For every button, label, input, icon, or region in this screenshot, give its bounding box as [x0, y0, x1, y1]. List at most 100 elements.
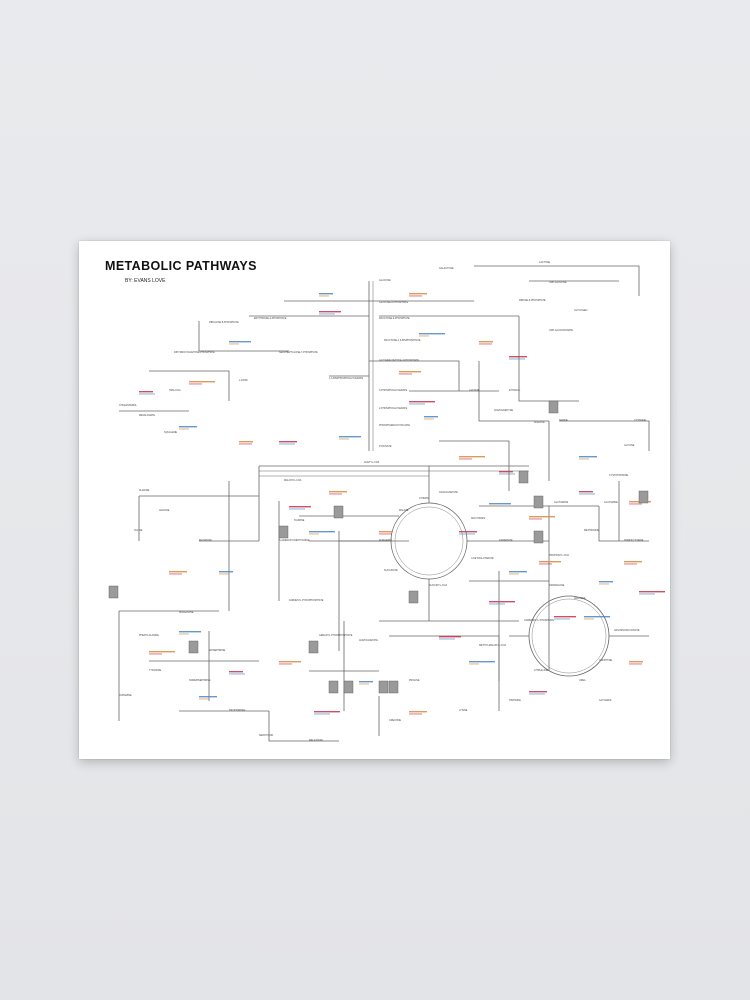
metabolite-label: OXALOACETATE: [439, 491, 458, 494]
metabolite-label: ACETYL-COA: [364, 461, 380, 464]
enzyme-label-mark: [359, 683, 369, 685]
metabolite-label: METHYLMALONYL-COA: [479, 644, 507, 647]
enzyme-label-mark: [539, 563, 552, 565]
metabolite-label: SEROTONIN: [259, 734, 273, 737]
enzyme-label-mark: [289, 508, 305, 510]
enzyme-label-mark: [239, 441, 253, 443]
metabolite-label: TRYPTOPHAN: [229, 709, 246, 712]
enzyme-label-mark: [624, 561, 642, 563]
pathway-map: GLUCOSE-6-PHOSPHATE FRUCTOSE-6-PHOSPHATE F…: [108, 261, 665, 742]
enzyme-label-mark: [529, 516, 555, 518]
metabolite-label: CARBAMOYL PHOSPHATE: [524, 619, 555, 622]
enzyme-label-mark: [554, 618, 570, 620]
enzyme-label-mark: [419, 335, 429, 337]
enzyme-label-mark: [529, 691, 547, 693]
enzyme-label-mark: [149, 653, 162, 655]
enzyme-label-mark: [599, 583, 609, 585]
enzyme-label-mark: [459, 458, 472, 460]
metabolite-label: 3-PHOSPHOGLYCERATE: [379, 389, 408, 392]
metabolite-label: CYSTEINE: [634, 419, 646, 422]
metabolite-label: ALANINE: [139, 489, 150, 492]
metabolite-label: RIBOSE-5-PHOSPHATE: [519, 299, 546, 302]
metabolite-label: S-ADENOSYLMETHIONINE: [279, 539, 310, 542]
structure-box: [108, 585, 119, 599]
enzyme-label-mark: [279, 441, 297, 443]
metabolite-label: MELATONIN: [309, 739, 323, 742]
enzyme-label-mark: [424, 418, 434, 420]
metabolite-label: ASPARTATE: [499, 539, 513, 542]
enzyme-label-mark: [309, 533, 319, 535]
metabolite-label: HMG-COA: [169, 389, 181, 392]
enzyme-label-mark: [579, 493, 595, 495]
enzyme-label-mark: [279, 443, 295, 445]
enzyme-label-mark: [229, 673, 245, 675]
metabolite-label: TAURINE: [294, 519, 305, 522]
metabolite-label: GLYCEROL: [599, 699, 613, 702]
enzyme-label-mark: [489, 603, 505, 605]
enzyme-label-mark: [529, 693, 545, 695]
enzyme-label-mark: [499, 473, 515, 475]
enzyme-label-mark: [479, 343, 492, 345]
enzyme-label-mark: [399, 371, 421, 373]
poster: GLUCOSE-6-PHOSPHATE FRUCTOSE-6-PHOSPHATE F…: [79, 241, 670, 759]
metabolite-label: MALONYL-COA: [284, 479, 302, 482]
metabolite-label: GLUCOSE-6-PHOSPHATE: [379, 301, 409, 304]
metabolite-label: PROLINE: [409, 679, 420, 682]
enzyme-label-mark: [489, 503, 511, 505]
enzyme-label-mark: [629, 661, 643, 663]
enzyme-label-mark: [329, 493, 342, 495]
metabolite-label: ETHANOL: [509, 389, 521, 392]
enzyme-label-mark: [339, 438, 349, 440]
metabolite-label: PHENYLALANINE: [139, 634, 159, 637]
enzyme-label-mark: [139, 393, 155, 395]
enzyme-label-mark: [339, 436, 361, 438]
structure-box: [278, 525, 289, 539]
enzyme-label-mark: [409, 403, 425, 405]
metabolite-label: METHIONINE: [584, 529, 599, 532]
enzyme-label-mark: [139, 391, 153, 393]
structure-box: [308, 640, 319, 654]
enzyme-label-mark: [469, 661, 495, 663]
metabolite-label: ERYTHROSE-4-PHOSPHATE: [254, 317, 287, 320]
enzyme-label-mark: [409, 711, 427, 713]
metabolite-label: NOREPINEPHRINE: [189, 679, 211, 682]
enzyme-label-mark: [379, 533, 392, 535]
enzyme-label-mark: [629, 663, 642, 665]
metabolite-label: GLYCINE: [624, 444, 635, 447]
metabolite-label: ORNITHINE: [599, 659, 613, 662]
enzyme-label-mark: [149, 651, 175, 653]
enzyme-label-mark: [509, 571, 527, 573]
enzyme-label-mark: [579, 491, 593, 493]
enzyme-label-mark: [639, 593, 655, 595]
enzyme-label-mark: [279, 661, 301, 663]
metabolite-label: FRUCTOSE-1,6-BISPHOSPHATE: [384, 339, 421, 342]
metabolite-label: EPINEPHRINE: [209, 649, 226, 652]
poster-title: METABOLIC PATHWAYS: [105, 259, 257, 273]
metabolite-label: ACETALDEHYDE: [494, 409, 513, 412]
metabolite-label: MEVALONATE: [139, 414, 155, 417]
metabolite-label: PYRUVATE: [379, 445, 392, 448]
metabolite-label: CITRATE: [419, 497, 429, 500]
metabolite-label: FRUCTOSE-6-PHOSPHATE: [379, 317, 410, 320]
enzyme-label-mark: [459, 456, 485, 458]
metabolite-label: HOMOCYSTEINE: [624, 539, 644, 542]
enzyme-label-mark: [439, 638, 455, 640]
metabolite-label: ISOCITRATE: [471, 517, 486, 520]
enzyme-label-mark: [424, 416, 438, 418]
structure-box: [333, 505, 344, 519]
enzyme-label-mark: [584, 616, 610, 618]
metabolite-label: 2-PHOSPHOGLYCERATE: [379, 407, 408, 410]
metabolite-label: GLUCOSE: [379, 279, 391, 282]
enzyme-label-mark: [409, 401, 435, 403]
metabolite-label: GLUTAMATE: [554, 501, 569, 504]
metabolite-label: ARGININE: [574, 597, 586, 600]
metabolite-label: α-KETOGLUTARATE: [471, 557, 494, 560]
enzyme-labels: GLUCOSE-6-PHOSPHATE FRUCTOSE-6-PHOSPHATE F…: [119, 261, 665, 742]
enzyme-label-mark: [479, 341, 493, 343]
enzyme-label-mark: [219, 573, 229, 575]
metabolite-label: SQUALENE: [164, 431, 177, 434]
structure-box: [548, 400, 559, 414]
structure-box: [328, 680, 339, 694]
enzyme-label-mark: [554, 616, 576, 618]
enzyme-label-mark: [319, 293, 333, 295]
